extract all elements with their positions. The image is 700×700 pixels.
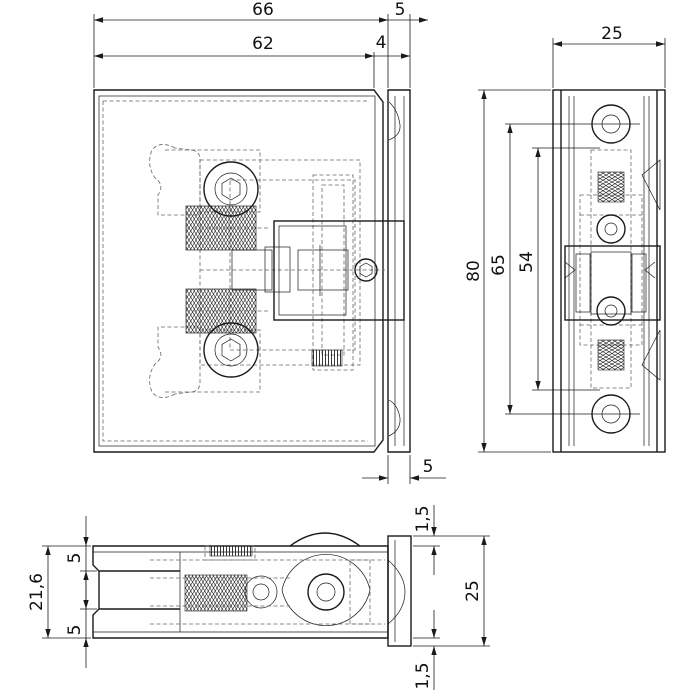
- dim-5-top: 5: [395, 0, 406, 20]
- dim-25-side: 25: [601, 24, 623, 44]
- dim-21-6: 21,6: [27, 573, 47, 611]
- dim-25-bottom: 25: [463, 580, 483, 602]
- bottom-dimensions: 21,6 5 5 25 1,5 1,5: [27, 505, 490, 690]
- dim-5-bottom-bottom: 5: [65, 625, 85, 636]
- dim-65: 65: [489, 254, 509, 276]
- dim-5-bottom-top: 5: [65, 553, 85, 564]
- dim-62: 62: [252, 34, 274, 54]
- dim-54: 54: [517, 251, 537, 273]
- front-view: [93, 89, 411, 453]
- dim-80: 80: [464, 260, 484, 282]
- dim-1-5-bottom: 1,5: [413, 662, 433, 689]
- dim-4: 4: [376, 33, 387, 53]
- side-dimensions: 25 80 65 54: [464, 24, 666, 453]
- dim-1-5-top: 1,5: [413, 505, 433, 532]
- dim-66: 66: [252, 0, 274, 20]
- bottom-view: [92, 532, 412, 647]
- side-view: [505, 89, 666, 453]
- front-dimensions: 66 5 62 4 5: [93, 0, 446, 484]
- dim-5-bottom: 5: [423, 457, 434, 477]
